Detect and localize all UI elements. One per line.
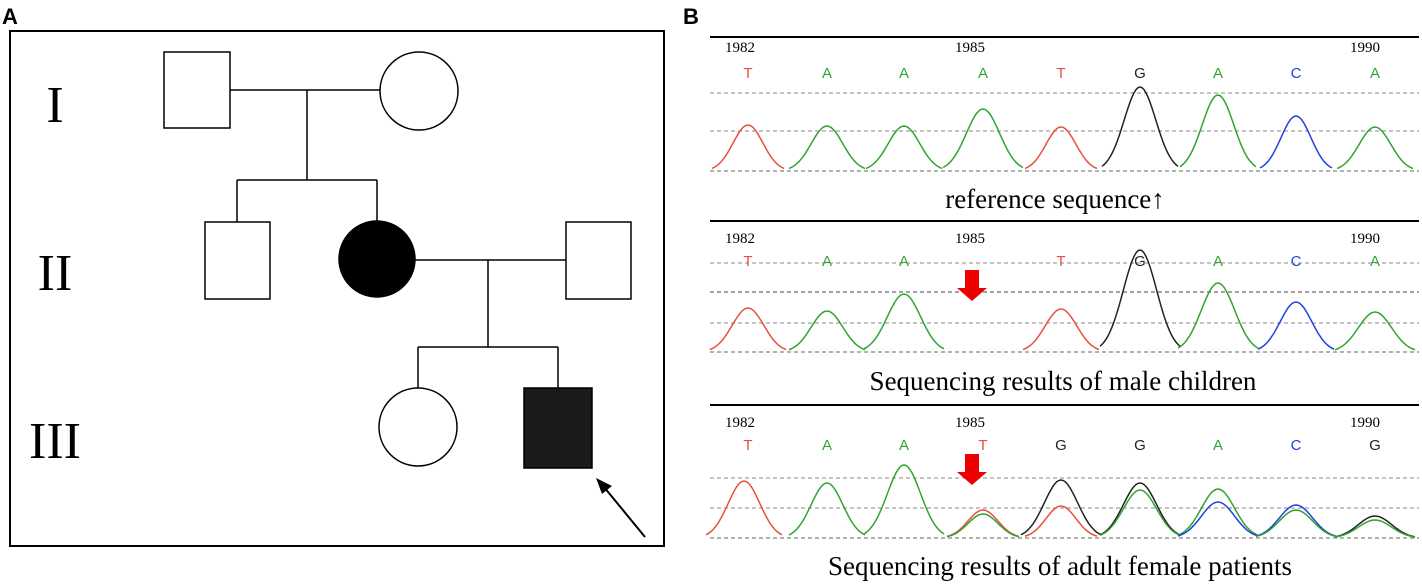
panel-a-label: A	[2, 4, 18, 29]
chromatogram-reference: 1982 1985 1990 T A A A T G A C A reference seque…	[710, 36, 1419, 214]
panel-b-label: B	[683, 4, 699, 29]
base-call-letter: A	[899, 65, 909, 82]
base-call-letter: A	[822, 65, 832, 82]
trace-peak	[1257, 301, 1335, 350]
pedigree-I-1-unaffected-male	[163, 51, 231, 129]
base-call-letter: T	[978, 437, 987, 454]
trace-peak	[1024, 505, 1098, 537]
base-call-letter: A	[1213, 65, 1223, 82]
generation-label-1: I	[46, 77, 63, 134]
trace-peak	[1255, 509, 1337, 538]
trace-peak	[1177, 501, 1259, 537]
base-call-letter: T	[1056, 65, 1065, 82]
base-call-letter: T	[743, 65, 752, 82]
pedigree-I-2-unaffected-female	[379, 51, 459, 131]
base-call-letter: A	[822, 437, 832, 454]
base-call-letter: T	[1056, 253, 1065, 270]
trace-peak	[946, 509, 1020, 538]
chromatogram-caption: reference sequence↑	[945, 184, 1165, 214]
trace-peak	[1177, 282, 1259, 349]
position-label: 1985	[955, 231, 985, 247]
base-call-letter: C	[1291, 65, 1302, 82]
pedigree-II-1-unaffected-male	[204, 221, 271, 300]
position-label: 1990	[1350, 415, 1380, 431]
base-call-letter: A	[1213, 253, 1223, 270]
pedigree-frame	[9, 30, 665, 547]
base-call-letter: G	[1055, 437, 1067, 454]
base-call-letter: A	[822, 253, 832, 270]
trace-peak	[1099, 489, 1181, 536]
base-call-letter: T	[743, 253, 752, 270]
trace-peak	[1334, 515, 1416, 538]
pedigree-II-2-affected-female	[338, 220, 416, 298]
pedigree-II-3-unaffected-male	[565, 221, 632, 300]
trace-peak	[1022, 308, 1100, 351]
position-label: 1982	[725, 40, 755, 56]
trace-peak	[1334, 311, 1416, 351]
base-call-letter: G	[1134, 65, 1146, 82]
trace-peak	[1020, 479, 1102, 536]
base-call-letter: C	[1291, 253, 1302, 270]
position-label: 1990	[1350, 40, 1380, 56]
trace-curves	[711, 86, 1414, 170]
trace-peak	[1255, 504, 1337, 537]
trace-peak	[865, 125, 943, 170]
trace-peak	[863, 464, 945, 535]
trace-peak	[711, 124, 785, 170]
trace-peak	[1334, 519, 1416, 538]
base-call-letter: C	[1291, 437, 1302, 454]
pedigree-III-2-affected-male-proband	[523, 387, 593, 469]
chromatogram-adult-female: 1982 1985 1990 T A A T G G A C G Sequencing resu…	[705, 404, 1419, 581]
trace-peak	[1259, 115, 1333, 169]
deletion-marker-arrow-icon	[957, 454, 987, 485]
base-call-letter: A	[1213, 437, 1223, 454]
base-call-letter: A	[978, 65, 988, 82]
pedigree-lines	[230, 89, 566, 388]
base-call-letter: G	[1134, 253, 1146, 270]
trace-peak	[788, 482, 866, 536]
base-call-letter: A	[899, 253, 909, 270]
base-call-letter: G	[1369, 437, 1381, 454]
position-label: 1990	[1350, 231, 1380, 247]
chromatogram-caption: Sequencing results of male children	[870, 366, 1257, 396]
base-call-letter: G	[1134, 437, 1146, 454]
trace-peak	[1177, 488, 1259, 536]
generation-label-3: III	[29, 413, 81, 470]
trace-peak	[1336, 126, 1414, 170]
trace-peak	[942, 108, 1024, 169]
trace-peak	[1024, 126, 1098, 170]
trace-peak	[705, 480, 783, 536]
trace-peak	[788, 125, 866, 170]
trace-peak	[1099, 482, 1181, 536]
deletion-marker-arrow-icon	[957, 270, 987, 301]
proband-arrow-icon	[596, 478, 646, 538]
trace-curves	[705, 464, 1416, 538]
chromatogram-male-children: 1982 1985 1990 T A A T G A C A Sequencing resul…	[709, 220, 1419, 396]
generation-label-2: II	[38, 245, 73, 302]
pedigree-III-1-unaffected-female	[378, 387, 458, 467]
trace-peak	[788, 310, 866, 351]
base-call-letter: A	[899, 437, 909, 454]
trace-peak	[709, 307, 787, 351]
base-call-letter: A	[1370, 253, 1380, 270]
base-call-letter: A	[1370, 65, 1380, 82]
trace-peak	[1101, 86, 1179, 167]
base-call-letter: T	[743, 437, 752, 454]
trace-peak	[1099, 249, 1181, 347]
chromatogram-caption: Sequencing results of adult female patie…	[828, 551, 1292, 581]
trace-peak	[946, 513, 1020, 538]
position-label: 1982	[725, 415, 755, 431]
trace-curves	[709, 249, 1416, 351]
trace-peak	[1179, 94, 1257, 168]
position-label: 1985	[955, 40, 985, 56]
position-label: 1985	[955, 415, 985, 431]
trace-peak	[863, 293, 945, 350]
position-label: 1982	[725, 231, 755, 247]
